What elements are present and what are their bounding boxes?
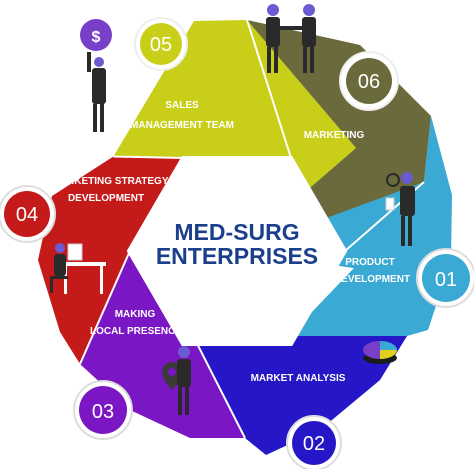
segment-04-label-line1: MARKETING STRATEGY — [51, 176, 168, 187]
badge-03: 03 — [73, 380, 133, 440]
badge-02-number: 02 — [303, 433, 325, 455]
segment-01-label-line2: DEVELOPMENT — [334, 274, 410, 285]
magnifier-man-icon — [385, 172, 415, 246]
center-hexagon — [126, 156, 348, 346]
segment-06-label: MARKETING — [304, 130, 365, 141]
badge-06-number: 06 — [358, 71, 380, 93]
location-pin-man-icon — [162, 346, 191, 415]
badge-06: 06 — [339, 51, 399, 111]
badge-05: 05 — [134, 17, 188, 71]
businessman-dollar-icon: $ — [80, 19, 112, 132]
badge-05-number: 05 — [150, 34, 172, 56]
segment-04-label-line2: DEVELOPMENT — [68, 193, 144, 204]
segment-03-label-line1: MAKING — [115, 309, 156, 320]
handshake-icon — [266, 4, 316, 73]
segment-05-label-line1: SALES — [165, 100, 199, 111]
segment-05-label-line2: MANAGEMENT TEAM — [130, 120, 234, 131]
segment-01-label-line1: PRODUCT — [345, 257, 394, 268]
badge-03-number: 03 — [92, 401, 114, 423]
center-title-line2: ENTERPRISES — [156, 243, 318, 269]
badge-01-number: 01 — [435, 269, 457, 291]
segment-01-product-development — [237, 116, 452, 336]
badge-04: 04 — [0, 185, 56, 243]
segment-03-label-line2: LOCAL PRESENCE — [90, 326, 182, 337]
segment-02-label: MARKET ANALYSIS — [251, 373, 346, 384]
dollar-icon: $ — [92, 29, 101, 46]
desk-worker-icon — [50, 243, 106, 294]
badge-04-number: 04 — [16, 204, 38, 226]
center-title-line1: MED-SURG — [174, 219, 299, 245]
badge-02: 02 — [286, 415, 342, 469]
pie-chart-icon — [363, 341, 397, 364]
badge-01: 01 — [416, 248, 474, 308]
